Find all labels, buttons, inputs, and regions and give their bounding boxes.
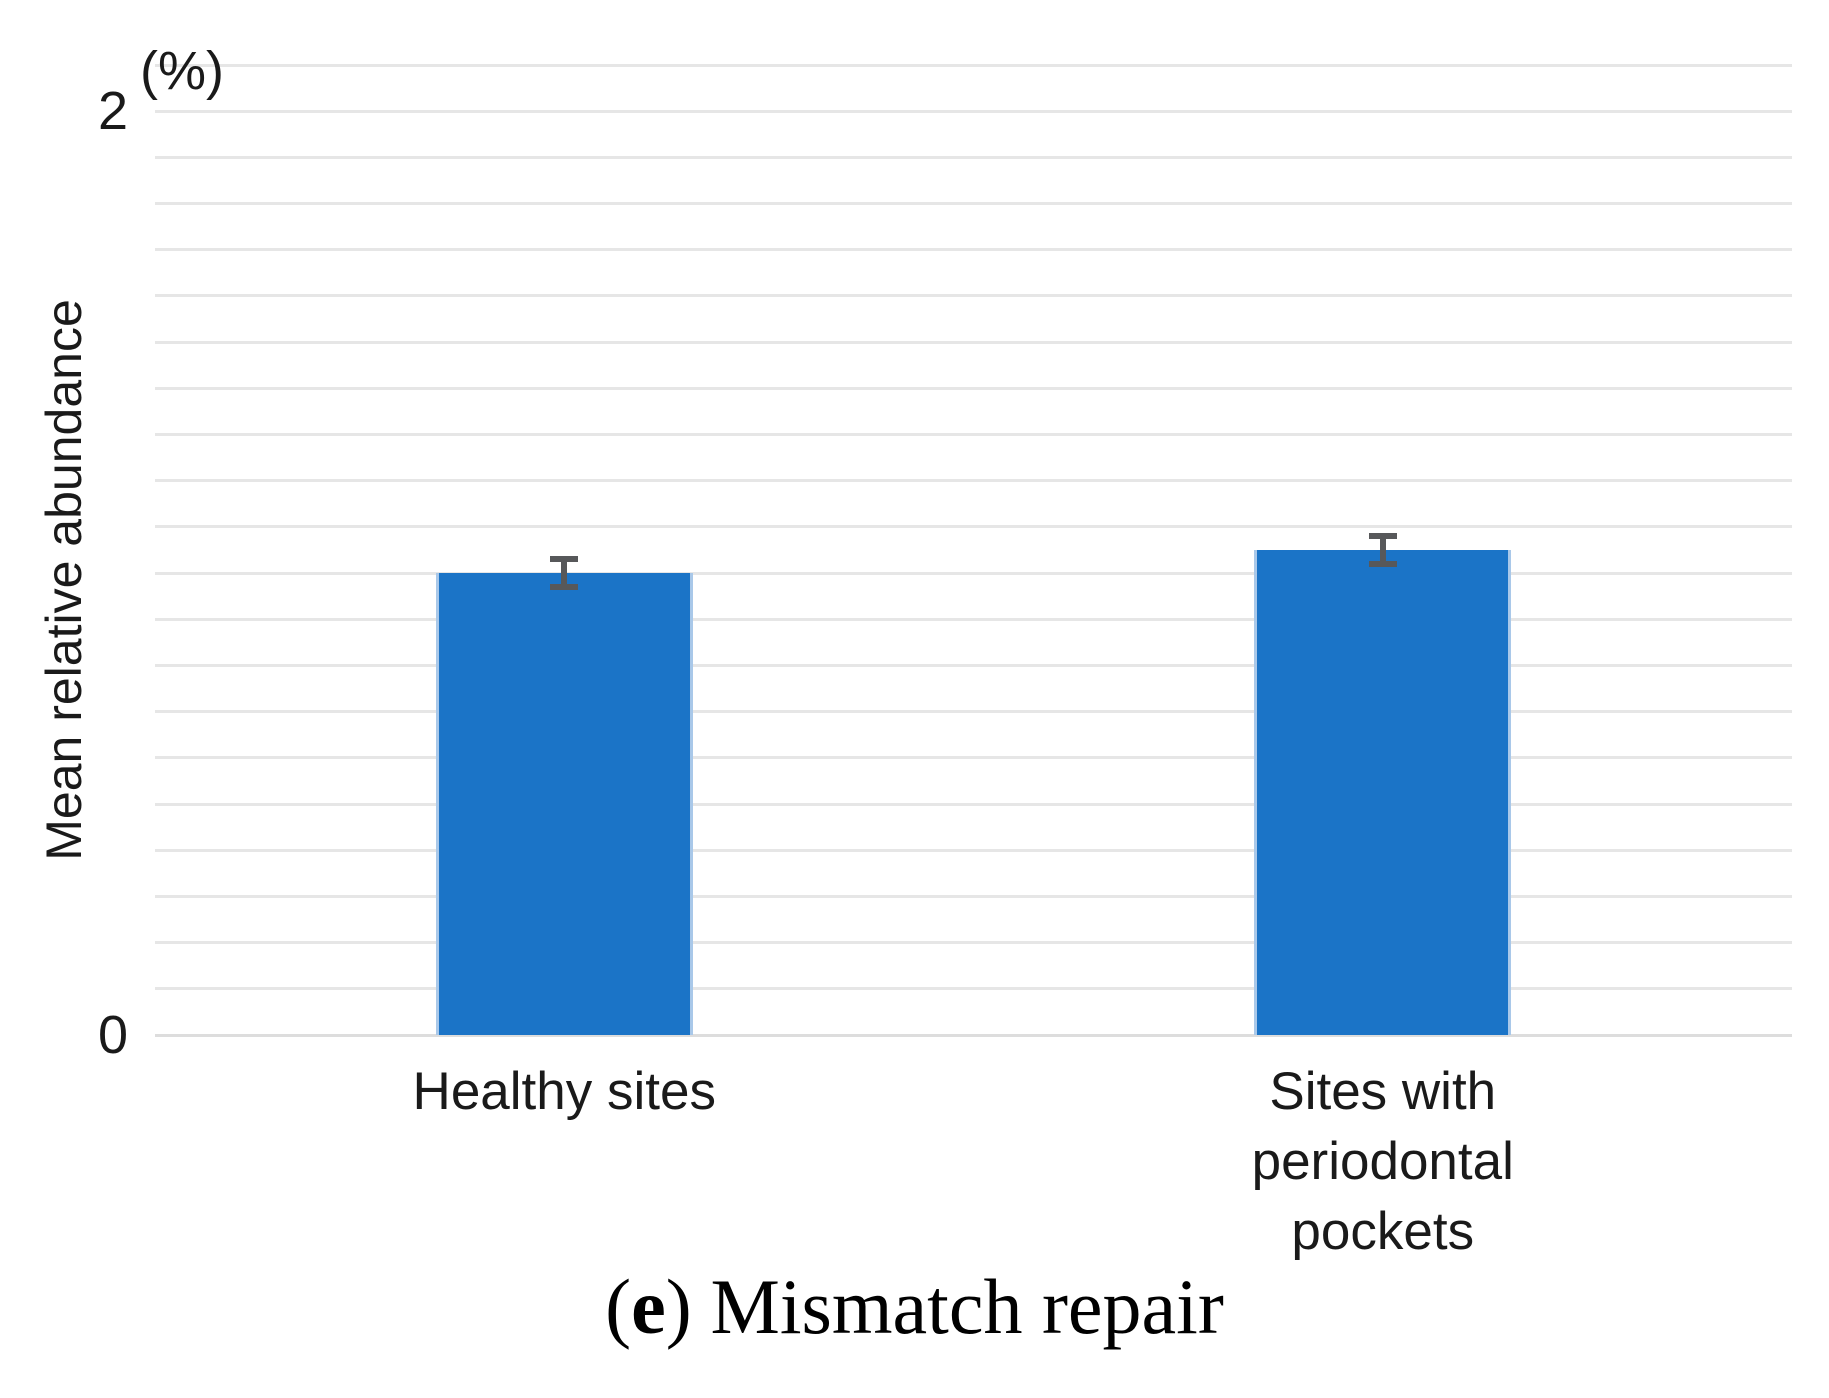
error-bar-stem	[1379, 533, 1386, 567]
gridline	[155, 941, 1792, 945]
gridline	[155, 663, 1792, 667]
gridline	[155, 848, 1792, 852]
error-bar-healthy-sites	[550, 556, 579, 590]
gridline	[155, 109, 1792, 113]
gridline	[155, 155, 1792, 159]
y-tick-label-2: 2	[97, 81, 128, 142]
x-category-label-sites-with-periodontal-pockets: Sites with periodontal pockets	[1251, 1062, 1514, 1261]
y-tick-label-0: 0	[97, 1005, 128, 1065]
figure-caption: (e)Mismatch repair	[605, 1262, 1224, 1352]
gridline	[155, 802, 1792, 806]
gridline	[155, 479, 1792, 483]
gridline	[155, 386, 1792, 390]
plot-area	[155, 63, 1792, 1037]
gridline	[155, 63, 1792, 67]
gridline	[155, 340, 1792, 344]
y-axis-unit-label: (%)	[140, 41, 224, 101]
y-axis-title: Mean relative abundance	[36, 299, 92, 861]
caption-paren-open: (	[605, 1263, 632, 1350]
gridline	[155, 294, 1792, 298]
gridline	[155, 894, 1792, 898]
caption-paren-close: )	[665, 1263, 692, 1350]
x-category-label-healthy-sites: Healthy sites	[412, 1062, 716, 1121]
gridline	[155, 710, 1792, 714]
gridline	[155, 248, 1792, 252]
gridline	[155, 987, 1792, 991]
bar-sites-with-periodontal-pockets	[1254, 550, 1512, 1035]
error-bar-cap	[550, 583, 579, 590]
gridline	[155, 202, 1792, 206]
caption-panel-letter: e	[631, 1263, 666, 1350]
gridline	[155, 617, 1792, 621]
bar-healthy-sites	[435, 573, 693, 1035]
error-bar-cap	[1368, 560, 1397, 567]
gridline	[155, 1033, 1792, 1037]
gridline	[155, 433, 1792, 437]
gridline	[155, 571, 1792, 575]
error-bar-stem	[561, 556, 568, 590]
gridline	[155, 756, 1792, 760]
caption-text: Mismatch repair	[710, 1263, 1224, 1350]
gridline	[155, 525, 1792, 529]
error-bar-sites-with-periodontal-pockets	[1368, 533, 1397, 567]
